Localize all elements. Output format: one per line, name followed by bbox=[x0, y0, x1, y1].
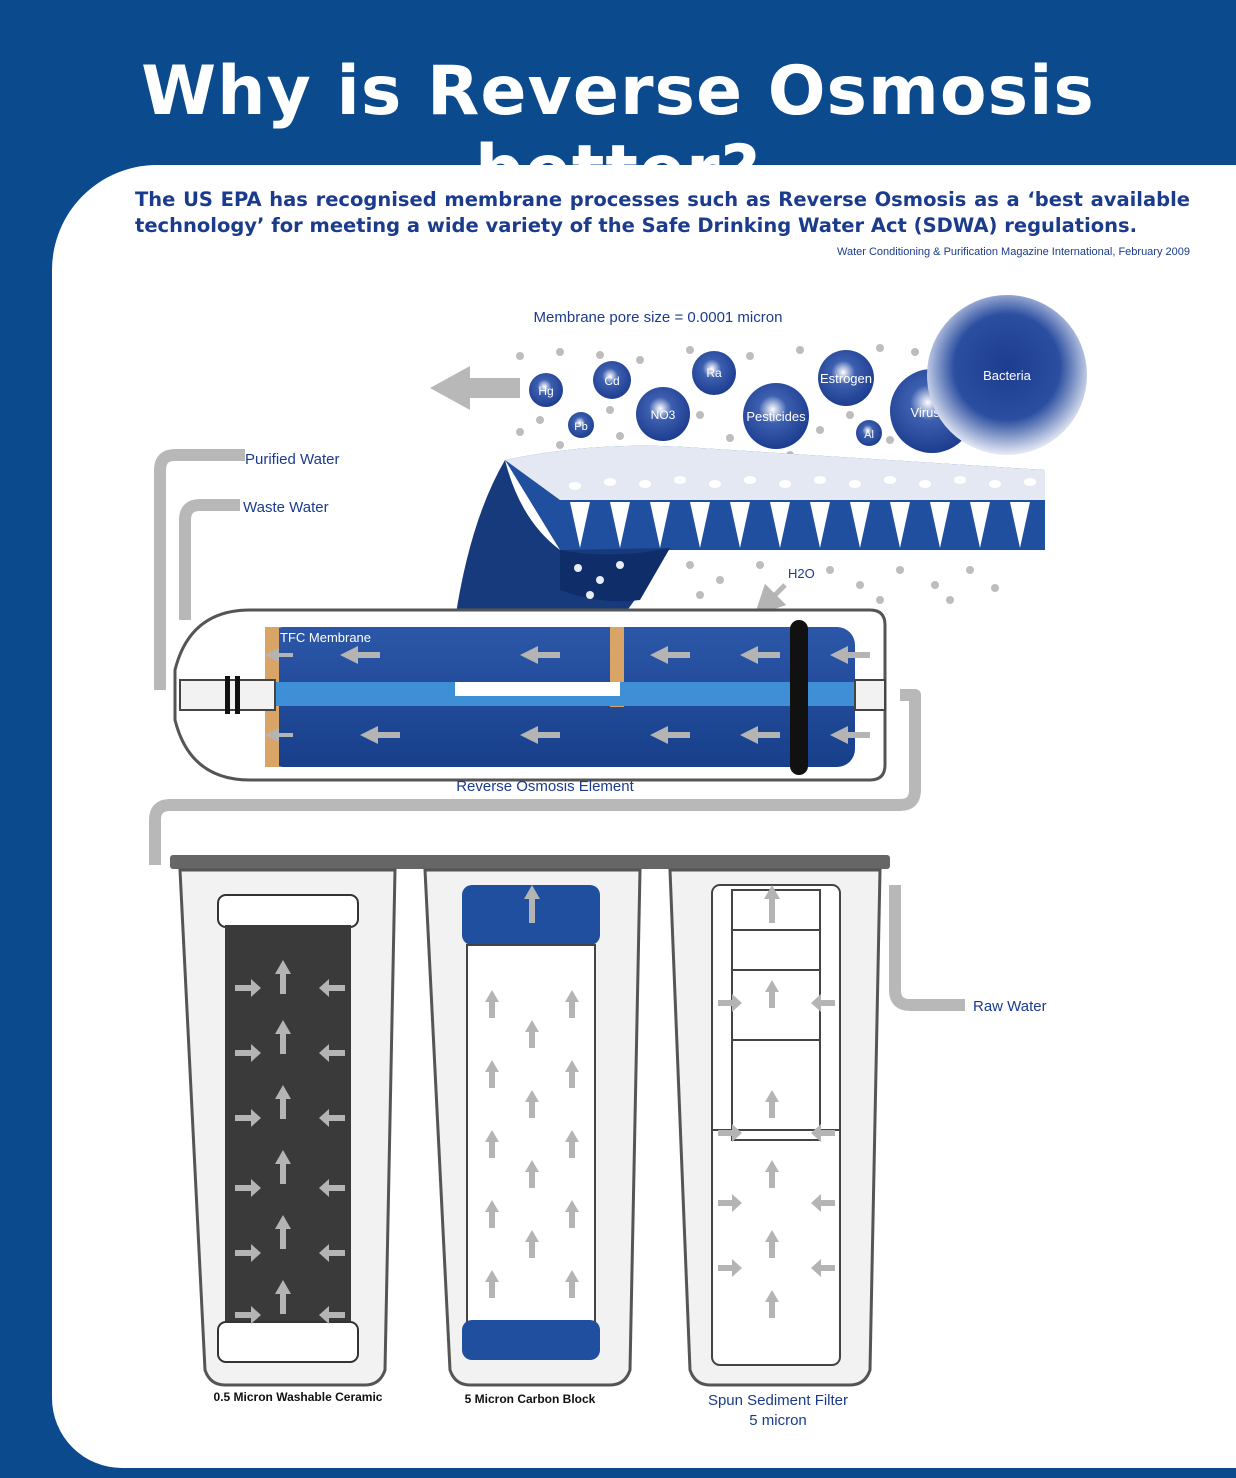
filter-manifold bbox=[170, 855, 890, 869]
estrogen-sphere bbox=[818, 350, 874, 406]
tfc-membrane-label: TFC Membrane bbox=[280, 630, 371, 645]
sediment-filter bbox=[668, 868, 882, 1387]
intro-line-2: technology’ for meeting a wide variety o… bbox=[135, 214, 1138, 237]
pesticides-sphere bbox=[743, 383, 809, 449]
waste-water-label: Waste Water bbox=[243, 499, 329, 516]
water-dots bbox=[686, 561, 999, 604]
contaminant-spheres: Hg Pb Cd NO3 Ra Pesticides Estrogen Al V… bbox=[529, 295, 1087, 455]
raw-water-pipe bbox=[889, 885, 965, 1011]
sediment-filter-sublabel: 5 micron bbox=[749, 1412, 807, 1429]
contaminant-bacteria: Bacteria bbox=[983, 368, 1031, 383]
ceramic-filter bbox=[178, 868, 397, 1387]
ceramic-filter-label: 0.5 Micron Washable Ceramic bbox=[214, 1390, 383, 1404]
contaminant-no3: NO3 bbox=[651, 408, 676, 422]
carbon-filter bbox=[423, 868, 642, 1387]
ra-sphere bbox=[692, 351, 736, 395]
contaminant-hg: Hg bbox=[538, 384, 553, 398]
contaminant-ra: Ra bbox=[706, 366, 722, 380]
source-citation: Water Conditioning & Purification Magazi… bbox=[836, 246, 1190, 258]
raw-water-label: Raw Water bbox=[973, 998, 1047, 1015]
ro-element-label: Reverse Osmosis Element bbox=[456, 778, 634, 795]
cd-sphere bbox=[593, 361, 631, 399]
waste-water-pipe bbox=[179, 499, 240, 620]
no3-sphere bbox=[636, 387, 690, 441]
bacteria-sphere bbox=[927, 295, 1087, 455]
h2o-arrow-icon bbox=[754, 583, 787, 616]
membrane-pore-label: Membrane pore size = 0.0001 micron bbox=[534, 309, 783, 326]
sediment-filter-label: Spun Sediment Filter bbox=[708, 1392, 848, 1409]
membrane-sheet bbox=[455, 445, 1045, 690]
contaminant-al: Al bbox=[864, 429, 874, 441]
pipes bbox=[149, 449, 965, 1011]
ro-feed-pipe bbox=[149, 689, 921, 865]
contaminant-estrogen: Estrogen bbox=[820, 371, 872, 386]
hg-sphere bbox=[529, 373, 563, 407]
contaminant-cd: Cd bbox=[604, 374, 619, 388]
pb-sphere bbox=[568, 412, 594, 438]
contaminant-pesticides: Pesticides bbox=[746, 409, 806, 424]
al-sphere bbox=[856, 420, 882, 446]
purified-water-pipe bbox=[154, 449, 245, 690]
intro-line-1: The US EPA has recognised membrane proce… bbox=[135, 188, 1190, 211]
contaminant-pb: Pb bbox=[574, 421, 587, 433]
carbon-filter-label: 5 Micron Carbon Block bbox=[465, 1392, 596, 1406]
purified-water-label: Purified Water bbox=[245, 451, 339, 468]
ro-flow-arrows bbox=[265, 646, 870, 744]
flow-left-arrow-icon bbox=[430, 366, 520, 410]
h2o-label: H2O bbox=[788, 566, 815, 581]
ro-seal bbox=[790, 620, 808, 775]
